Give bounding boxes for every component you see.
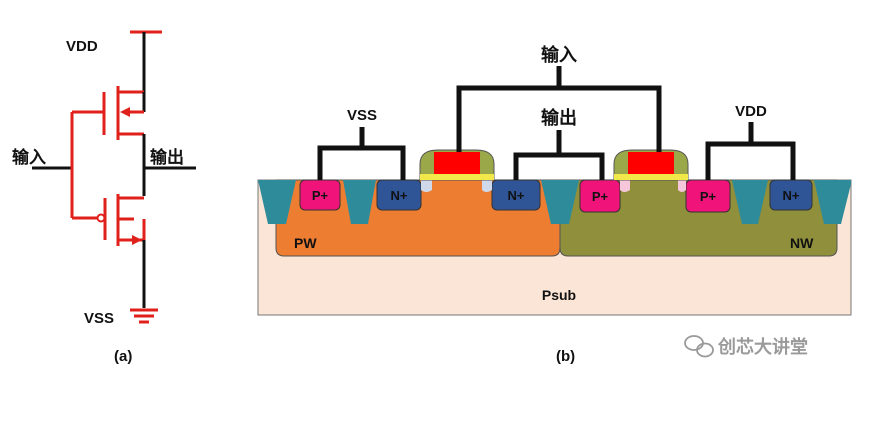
nw-label: NW xyxy=(790,235,814,251)
inverter-schematic: VDD 输入 输出 VSS (a) xyxy=(12,30,196,365)
nmos-source-n-plus xyxy=(376,179,422,211)
watermark: 创芯大讲堂 xyxy=(684,335,808,358)
n-plus-label: N+ xyxy=(508,188,525,203)
wechat-icon xyxy=(684,335,714,358)
watermark-text: 创芯大讲堂 xyxy=(717,336,808,358)
cmos-cross-section: P+ N+ N+ P+ P+ N+ PW NW Psub 输入 输出 VSS V… xyxy=(257,44,852,365)
inversion-bubble-icon xyxy=(96,213,106,223)
p-plus-label: P+ xyxy=(312,188,329,203)
shallow-trench-isolation xyxy=(258,180,851,224)
output-label: 输出 xyxy=(150,147,184,168)
vdd-label: VDD xyxy=(66,38,98,55)
vss-label: VSS xyxy=(347,107,377,124)
p-plus-label: P+ xyxy=(700,189,717,204)
n-plus-label: N+ xyxy=(783,188,800,203)
nmos-gate xyxy=(419,149,495,181)
p-plus-label: P+ xyxy=(592,189,609,204)
output-connection xyxy=(513,130,605,180)
nmos-transistor xyxy=(96,194,146,246)
n-well xyxy=(559,179,838,257)
ground-icon xyxy=(130,308,158,324)
input-label: 输入 xyxy=(541,44,577,66)
pmos-transistor xyxy=(72,86,146,140)
vdd-label: VDD xyxy=(735,103,767,120)
vdd-connection xyxy=(705,122,796,180)
nmos-arrow-icon xyxy=(132,235,142,245)
pw-label: PW xyxy=(294,235,317,251)
pmos-gate xyxy=(613,149,689,181)
n-plus-label: N+ xyxy=(391,188,408,203)
input-label: 输入 xyxy=(12,147,46,168)
caption-a: (a) xyxy=(114,348,132,365)
vss-connection xyxy=(317,127,406,180)
psub-label: Psub xyxy=(542,287,576,303)
output-label: 输出 xyxy=(541,107,577,129)
input-connection xyxy=(456,66,662,152)
pmos-arrow-icon xyxy=(120,107,130,117)
caption-b: (b) xyxy=(556,348,575,365)
vss-label: VSS xyxy=(84,310,114,327)
